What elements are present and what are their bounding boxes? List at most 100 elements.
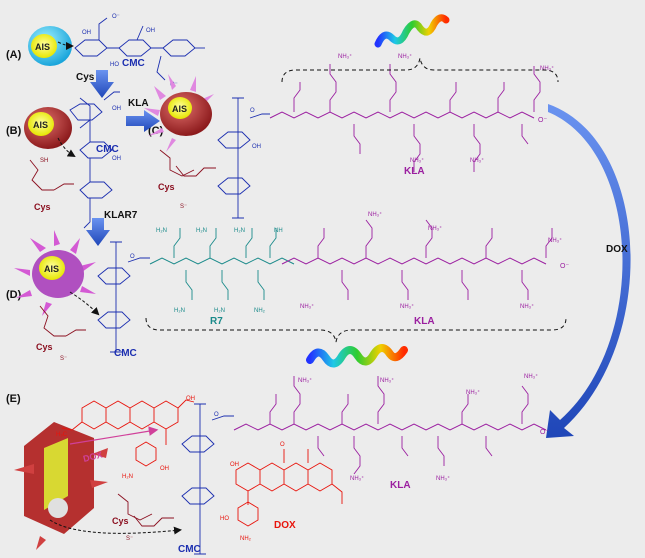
atom-coo: O⁻ bbox=[540, 429, 549, 436]
kla-label: KLA bbox=[390, 480, 411, 491]
dox-label: DOX bbox=[274, 520, 296, 531]
atom-nh3: NH₃⁺ bbox=[548, 237, 562, 244]
cmc-label: CMC bbox=[178, 544, 201, 555]
atom-oh: OH bbox=[82, 30, 91, 36]
arrow-b-to-d: KLAR7 bbox=[86, 210, 138, 246]
binding-arrow bbox=[57, 41, 74, 50]
atom-oh: OH bbox=[112, 156, 121, 162]
atom-oh: HO bbox=[220, 516, 229, 522]
cmc-chain bbox=[74, 17, 205, 81]
kla-side-chains bbox=[293, 64, 541, 172]
cmc-chain bbox=[97, 241, 150, 353]
arrow-c-to-e: DOX bbox=[546, 104, 631, 438]
atom-nh3: NH₃⁺ bbox=[410, 157, 424, 164]
panel-label-a: (A) bbox=[6, 49, 22, 61]
arrow-a-to-b: Cys bbox=[76, 70, 114, 98]
panel-d: AIS S⁻ Cys O CMC H₂N H₂N bbox=[14, 211, 569, 368]
nanoparticle-core bbox=[31, 34, 57, 58]
arrow-label-klar7: KLAR7 bbox=[104, 210, 138, 221]
kla-brace bbox=[281, 57, 559, 83]
atom-nh3: NH₃⁺ bbox=[436, 475, 450, 482]
atom-nh3: NH₃⁺ bbox=[540, 65, 554, 72]
atom-nh3: NH₃⁺ bbox=[520, 303, 534, 310]
r7-side-chains bbox=[173, 228, 277, 300]
nanoparticle-core bbox=[28, 112, 54, 136]
atom-oh: OH bbox=[186, 396, 195, 402]
atom-o: O bbox=[130, 254, 135, 260]
cmc-chain bbox=[69, 91, 120, 229]
atom-o: O bbox=[214, 412, 219, 418]
atom-h2n: H₂N bbox=[122, 474, 133, 480]
panel-label-d: (D) bbox=[6, 289, 22, 301]
kla-label: KLA bbox=[404, 166, 425, 177]
atom-nh3: NH₃⁺ bbox=[380, 377, 394, 384]
cmc-label: CMC bbox=[122, 58, 145, 69]
cys-linker bbox=[39, 305, 86, 337]
r7-label: R7 bbox=[210, 316, 223, 327]
arrow-label-kla: KLA bbox=[128, 98, 149, 109]
r7-backbone bbox=[149, 257, 295, 265]
atom-nh3: NH₃⁺ bbox=[428, 225, 442, 232]
kla-backbone bbox=[269, 111, 535, 119]
cys-label: Cys bbox=[36, 342, 53, 352]
binding-arrow bbox=[49, 519, 182, 535]
atom-oh: OH bbox=[146, 28, 155, 34]
panel-label-b: (B) bbox=[6, 125, 22, 137]
atom-o: O bbox=[280, 442, 285, 448]
atom-h3c: H₃C bbox=[56, 432, 68, 438]
nanoparticle-label: AIS bbox=[35, 42, 50, 52]
atom-h2n: H₂N bbox=[156, 228, 167, 234]
cmc-chain bbox=[217, 97, 270, 219]
atom-oh: OH bbox=[230, 462, 239, 468]
atom-s: S⁻ bbox=[60, 356, 67, 362]
atom-oh: OH bbox=[160, 466, 169, 472]
nanoparticle-label: AIS bbox=[44, 264, 59, 274]
atom-h2n: H₂N bbox=[196, 228, 207, 234]
atom-nh3: NH₃⁺ bbox=[298, 377, 312, 384]
arrow-b-to-c: KLA bbox=[126, 98, 160, 132]
nanoparticle-core bbox=[168, 97, 192, 119]
panel-e: DOX OH H₃C H₂N OH S⁻ Cys bbox=[14, 373, 549, 555]
atom-nh3: NH₃⁺ bbox=[398, 53, 412, 60]
cys-label: Cys bbox=[112, 516, 129, 526]
atom-nh: NH bbox=[274, 228, 283, 234]
dox-free-structure bbox=[61, 399, 195, 467]
cys-linker bbox=[29, 159, 74, 191]
atom-h2n: H₂N bbox=[234, 228, 245, 234]
binding-arrow bbox=[57, 137, 76, 158]
cmc-chain bbox=[181, 403, 234, 555]
atom-nh3: NH₃⁺ bbox=[350, 475, 364, 482]
atom-nh2: NH₂ bbox=[254, 308, 266, 314]
cys-linker bbox=[159, 149, 216, 177]
kla-side-chains bbox=[269, 376, 529, 475]
atom-oh: OH bbox=[112, 106, 121, 112]
atom-nh3: NH₃⁺ bbox=[470, 157, 484, 164]
atom-oh: HO bbox=[110, 62, 119, 68]
kla-side-chains bbox=[317, 219, 553, 300]
atom-nh3: NH₃⁺ bbox=[338, 53, 352, 60]
atom-s: S⁻ bbox=[180, 204, 187, 210]
dox-release-arrow bbox=[69, 426, 159, 445]
nanoparticle-spikes bbox=[144, 74, 214, 152]
panel-c: AIS S⁻ Cys O OH bbox=[144, 14, 559, 219]
cmc-label: CMC bbox=[96, 144, 119, 155]
cmc-label: CMC bbox=[114, 348, 137, 359]
atom-o: O bbox=[250, 108, 255, 114]
nanoparticle-spikes bbox=[14, 230, 96, 316]
atom-coo: O⁻ bbox=[538, 117, 547, 124]
arrow-label-cys: Cys bbox=[76, 72, 95, 83]
kla-backbone bbox=[281, 257, 547, 265]
atom-coo: O⁻ bbox=[560, 263, 569, 270]
kla-label: KLA bbox=[414, 316, 435, 327]
atom-nh3: NH₃⁺ bbox=[524, 373, 538, 380]
atom-oh: OH bbox=[252, 144, 261, 150]
atom-nh3: NH₃⁺ bbox=[300, 303, 314, 310]
nanoparticle-label: AIS bbox=[33, 120, 48, 130]
dox-release-label: DOX bbox=[82, 450, 103, 464]
kla-helix-ribbon bbox=[374, 14, 450, 48]
cys-linker bbox=[117, 493, 174, 527]
arrow-label-dox: DOX bbox=[606, 244, 628, 255]
atom-sh: SH bbox=[40, 158, 48, 164]
